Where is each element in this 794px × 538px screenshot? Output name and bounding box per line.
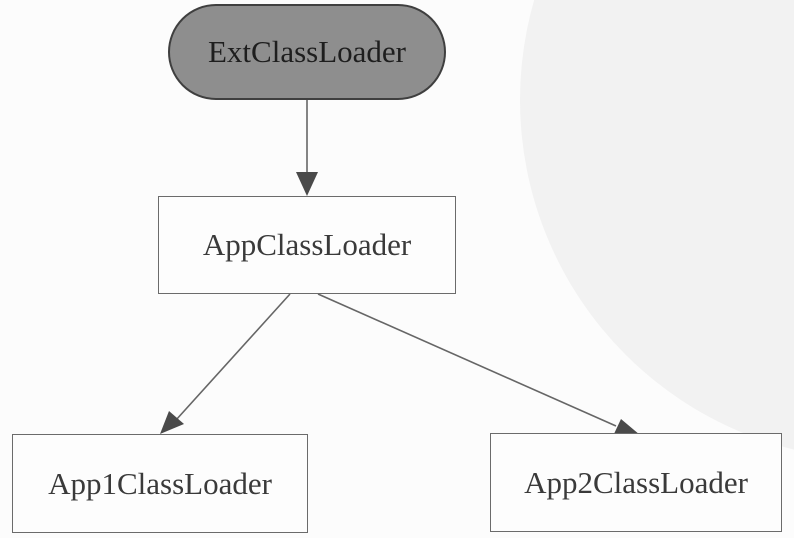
node-app2classloader-label: App2ClassLoader (524, 464, 748, 500)
edge-app-to-app1 (175, 293, 291, 421)
arrowhead-app-to-app2 (613, 419, 640, 436)
node-extclassloader-label: ExtClassLoader (207, 34, 406, 69)
node-app1classloader: App1ClassLoader (12, 434, 308, 533)
edge-app-to-app2 (317, 293, 617, 427)
node-appclassloader-label: AppClassLoader (202, 227, 412, 262)
node-app2classloader: App2ClassLoader (490, 433, 782, 532)
node-appclassloader: AppClassLoader (158, 196, 456, 294)
node-app1classloader-label: App1ClassLoader (48, 465, 272, 501)
arrowhead-app-to-app1 (160, 411, 184, 434)
node-extclassloader: ExtClassLoader (168, 4, 446, 100)
arrowhead-ext-to-app (296, 172, 318, 196)
